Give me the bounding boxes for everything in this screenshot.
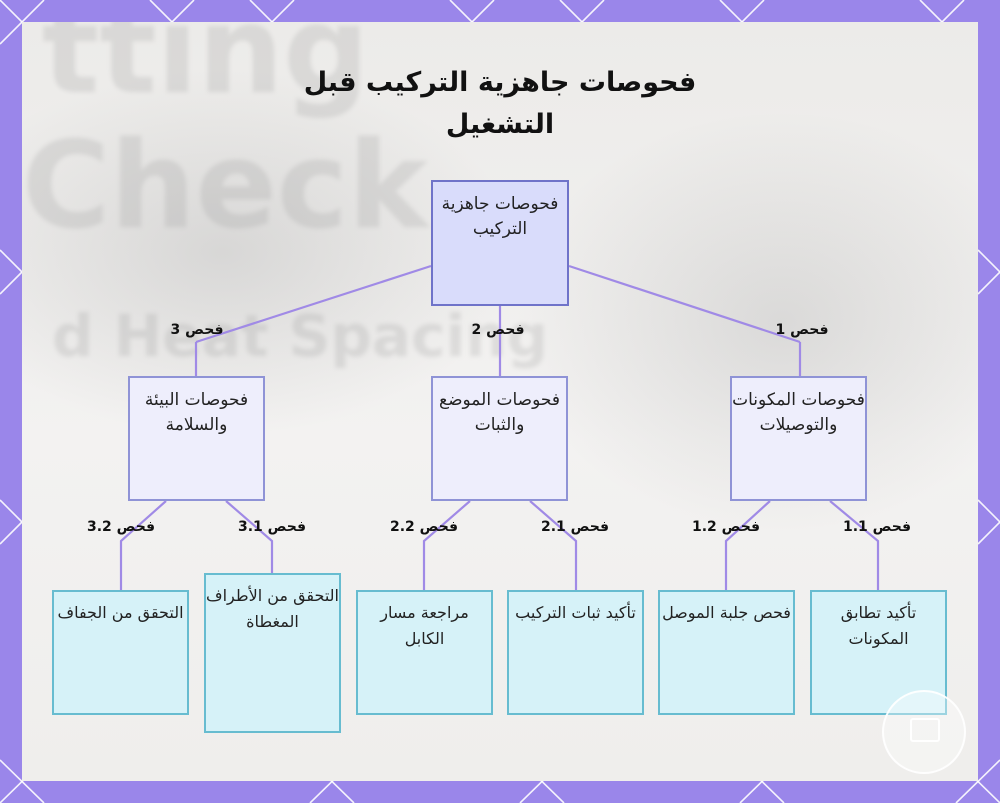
edge-label-leaf-2-1: فحص 2.1 bbox=[540, 519, 610, 535]
edge-label-leaf-2-2: فحص 2.2 bbox=[389, 519, 459, 535]
edge-cat1-leaf2 bbox=[724, 500, 771, 590]
edge-label-cat3: فحص 3 bbox=[170, 322, 224, 338]
edge-root-cat3 bbox=[195, 264, 432, 344]
leaf-node-label: مراجعة مسار الكابل bbox=[380, 603, 469, 648]
diagram-title: فحوصات جاهزية التركيب قبل التشغيل bbox=[303, 67, 697, 140]
edge-cat2-leaf2 bbox=[422, 500, 471, 590]
leaf-node-2-2: مراجعة مسار الكابل bbox=[356, 590, 493, 715]
leaf-node-3-2: التحقق من الجفاف bbox=[52, 590, 189, 715]
edge-root-cat1 bbox=[568, 264, 801, 344]
edge-label-leaf-3-1: فحص 3.1 bbox=[237, 519, 307, 535]
category-node-label: فحوصات المكونات والتوصيلات bbox=[732, 390, 865, 435]
leaf-node-label: تأكيد تطابق المكونات bbox=[840, 603, 917, 648]
category-node-1: فحوصات المكونات والتوصيلات bbox=[730, 376, 867, 501]
edge-label-cat1: فحص 1 bbox=[775, 322, 829, 338]
leaf-node-label: التحقق من الجفاف bbox=[57, 603, 184, 622]
edge-label-cat2: فحص 2 bbox=[471, 322, 525, 338]
leaf-node-label: تأكيد ثبات التركيب bbox=[515, 603, 636, 622]
leaf-node-label: فحص جلبة الموصل bbox=[662, 603, 791, 622]
background-blurred-lettering-2: Check bbox=[22, 117, 428, 256]
background-blurred-lettering-3: d Heat Spacing bbox=[52, 302, 549, 370]
edge-label-leaf-1-1: فحص 1.1 bbox=[842, 519, 912, 535]
category-node-2: فحوصات الموضع والثبات bbox=[431, 376, 568, 501]
leaf-node-label: التحقق من الأطراف المغطاة bbox=[206, 586, 339, 631]
logo-badge-icon bbox=[910, 718, 940, 742]
leaf-node-1-2: فحص جلبة الموصل bbox=[658, 590, 795, 715]
leaf-node-2-1: تأكيد ثبات التركيب bbox=[507, 590, 644, 715]
root-node-label: فحوصات جاهزية التركيب bbox=[441, 194, 559, 239]
category-node-label: فحوصات البيئة والسلامة bbox=[144, 390, 249, 435]
edge-label-leaf-3-2: فحص 3.2 bbox=[86, 519, 156, 535]
watermark-badge bbox=[882, 690, 966, 774]
edge-cat3-leaf2 bbox=[119, 500, 167, 590]
edge-label-leaf-1-2: فحص 1.2 bbox=[691, 519, 761, 535]
category-node-label: فحوصات الموضع والثبات bbox=[439, 390, 560, 435]
edge-cat3-leaf1 bbox=[225, 500, 274, 573]
root-node: فحوصات جاهزية التركيب bbox=[431, 180, 569, 306]
leaf-node-3-1: التحقق من الأطراف المغطاة bbox=[204, 573, 341, 733]
edge-cat2-leaf1 bbox=[529, 500, 578, 590]
edge-cat1-leaf1 bbox=[829, 500, 880, 590]
background-blurred-lettering: tting bbox=[42, 22, 370, 121]
category-node-3: فحوصات البيئة والسلامة bbox=[128, 376, 265, 501]
